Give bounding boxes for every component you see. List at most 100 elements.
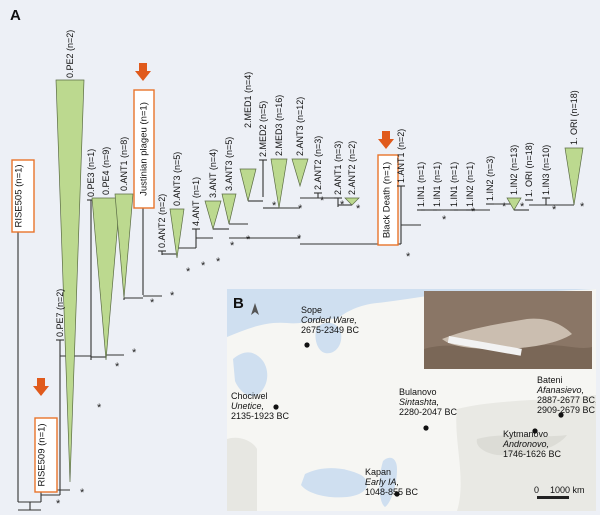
tree-leaf: 3.ANT (n=4)	[204, 149, 222, 231]
tree-leaf: 1.IN2 (n=13)	[506, 145, 522, 211]
tree-node-markers: *************************	[56, 195, 585, 510]
map-black-sea	[301, 468, 368, 498]
node-marker: *	[216, 256, 221, 268]
highlight-box	[11, 159, 35, 233]
tree-leaf: 2.ANT2 (n=2)	[344, 141, 360, 206]
clade-triangle	[291, 158, 309, 188]
leaf-label: 2.ANT2 (n=2)	[347, 141, 357, 195]
node-marker: *	[201, 260, 206, 272]
site-dot	[423, 425, 429, 431]
node-marker: *	[186, 266, 191, 278]
leaf-label: 2.MED3 (n=16)	[274, 95, 284, 156]
panel-label-a: A	[10, 7, 21, 24]
panel-label-b: B	[233, 295, 244, 312]
tree-leaf: 2.ANT1 (n=3)	[333, 141, 343, 207]
leaf-label: 4.ANT (n=1)	[191, 177, 201, 226]
leaf-label: 0.PE3 (n=1)	[86, 149, 96, 197]
node-marker: *	[230, 240, 235, 252]
site-name: Sope	[301, 305, 322, 315]
site-date: 1746-1626 BC	[503, 449, 562, 459]
leaf-label: Justinian plageu (n=1)	[139, 102, 150, 196]
tree-leaf: 2.MED1 (n=4)	[239, 72, 257, 202]
clade-triangle	[239, 168, 257, 202]
leaf-label: 2.MED1 (n=4)	[243, 72, 253, 128]
leaf-label: 0.ANT2 (n=2)	[157, 194, 167, 248]
tree-leaf: RISE509 (n=1)	[33, 378, 58, 493]
site-date: 2887-2677 BC,	[537, 395, 596, 405]
highlight-box	[133, 89, 155, 209]
leaf-label: 0.ANT1 (n=8)	[119, 137, 129, 191]
map-white-sea	[315, 322, 342, 354]
clade-triangle	[169, 208, 185, 259]
site-name: Bulanovo	[399, 387, 437, 397]
tree-leaf: 1.IN1 (n=1)	[449, 162, 459, 211]
tree-leaf: 4.ANT (n=1)	[191, 177, 201, 248]
node-marker: *	[132, 347, 137, 359]
highlight-box	[377, 154, 399, 246]
node-marker: *	[502, 201, 507, 213]
scale-zero: 0	[534, 485, 539, 495]
tree-leaf: 1.IN1 (n=1)	[416, 162, 426, 211]
scale-label: 1000 km	[550, 485, 585, 495]
node-marker: *	[298, 203, 303, 215]
clade-triangle	[564, 147, 584, 206]
site-dot	[532, 428, 538, 434]
leaf-label: 1.IN2 (n=13)	[509, 145, 519, 195]
node-marker: *	[552, 204, 557, 216]
clade-triangle	[506, 197, 522, 211]
map-relief-west	[227, 437, 257, 511]
tree-leaf: Justinian plageu (n=1)	[133, 63, 155, 295]
map-scale-bar: 0 1000 km	[534, 485, 585, 499]
leaf-label: 0.PE7 (n=2)	[55, 289, 65, 337]
leaf-label: 1. ORI (n=18)	[524, 142, 534, 197]
site-date: 2909-2679 BC	[537, 405, 596, 415]
highlight-box	[34, 417, 58, 493]
site-dot	[304, 342, 310, 348]
site-culture: Early IA,	[365, 477, 399, 487]
site-name: Kapan	[365, 467, 391, 477]
site-date: 1048-855 BC	[365, 487, 419, 497]
node-marker: *	[520, 201, 525, 213]
tree-leaf: 1.IN2 (n=1)	[465, 162, 475, 211]
highlight-arrow-icon	[135, 63, 151, 81]
site-name: Chociwel	[231, 391, 268, 401]
clade-triangle	[114, 193, 134, 299]
node-marker: *	[297, 233, 302, 245]
site-dot	[558, 412, 564, 418]
node-marker: *	[150, 297, 155, 309]
node-marker: *	[320, 195, 325, 207]
site-date: 2675-2349 BC	[301, 325, 360, 335]
tree-leaf: 2.MED2 (n=5)	[258, 101, 268, 197]
clade-triangle	[204, 200, 222, 231]
clade-triangle	[55, 79, 85, 483]
tree-leaf: 1.IN1 (n=1)	[432, 162, 442, 211]
leaf-label: 2.ANT3 (n=12)	[295, 97, 305, 156]
tree-leaf: Black Death (n=1)	[377, 131, 399, 246]
leaf-label: 1.ANT1 (n=2)	[396, 129, 406, 183]
site-name: Kytmanovo	[503, 429, 548, 439]
highlight-arrow-icon	[33, 378, 49, 396]
site-name: Bateni	[537, 375, 563, 385]
leaf-label: 1.IN1 (n=1)	[416, 162, 426, 207]
tree-leaf: 1. ORI (n=18)	[564, 90, 584, 206]
map-mountains	[476, 435, 567, 456]
site-date: 2135-1923 BC	[231, 411, 290, 421]
site-dot	[394, 491, 400, 497]
leaf-label: 1.IN3 (n=10)	[541, 145, 551, 195]
clade-triangle	[221, 193, 237, 225]
node-marker: *	[471, 206, 476, 218]
leaf-label: RISE509 (n=1)	[37, 423, 48, 486]
tree-leaves: RISE505 (n=1)RISE509 (n=1)0.PE2 (n=2)0.P…	[11, 30, 584, 495]
site-date: 2280-2047 BC	[399, 407, 458, 417]
map-baltic	[233, 352, 268, 397]
tree-leaf: 0.ANT2 (n=2)	[157, 194, 167, 255]
tree-leaf: 0.ANT3 (n=5)	[169, 152, 185, 259]
leaf-label: 2.ANT2 (n=3)	[313, 136, 323, 190]
node-marker: *	[406, 251, 411, 263]
leaf-label: 3.ANT3 (n=5)	[224, 137, 234, 191]
